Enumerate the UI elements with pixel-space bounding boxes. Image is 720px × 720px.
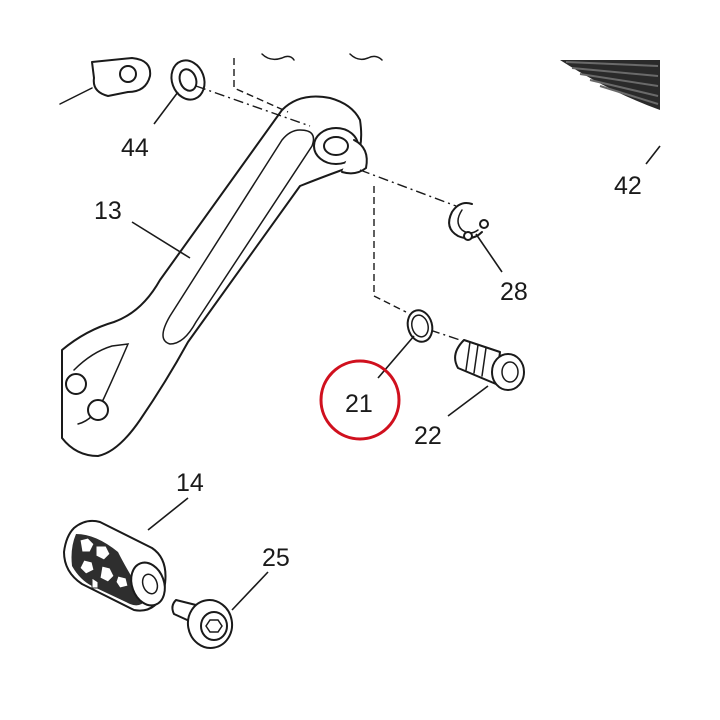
callout-22: 22 <box>414 422 442 450</box>
callout-44: 44 <box>121 134 149 162</box>
callout-42: 42 <box>614 172 642 200</box>
part-21-ring <box>406 309 434 343</box>
assembly-lines <box>195 58 467 343</box>
callout-28: 28 <box>500 278 528 306</box>
part-13-lever <box>61 95 368 457</box>
part-25-screw <box>171 599 234 649</box>
cropped-label-top <box>261 53 383 61</box>
callout-21: 21 <box>345 390 373 418</box>
part-bracket-top-left <box>59 57 152 105</box>
leader-lines <box>131 91 661 611</box>
callout-13: 13 <box>94 197 122 225</box>
callout-25: 25 <box>262 544 290 572</box>
callout-14: 14 <box>176 469 204 497</box>
part-14-peg-rubber <box>63 519 167 612</box>
part-22-bolt <box>454 339 525 391</box>
part-28-circlip <box>448 202 489 241</box>
part-44-washer <box>170 59 206 101</box>
highlight-circle-21 <box>319 359 401 441</box>
part-42-tube <box>560 60 660 110</box>
